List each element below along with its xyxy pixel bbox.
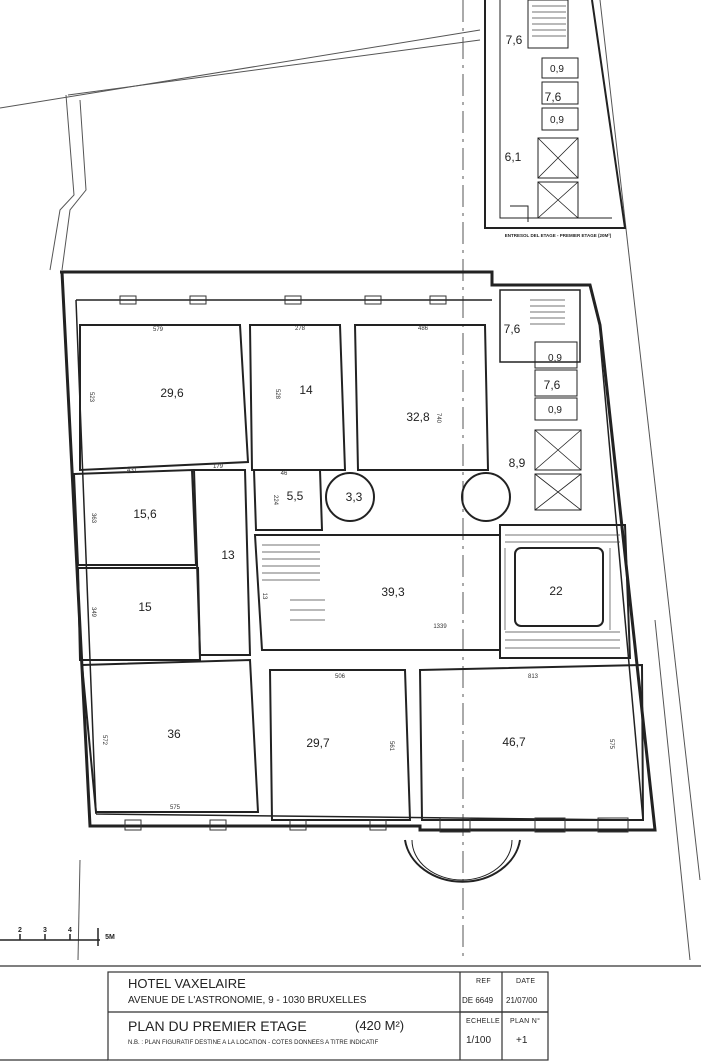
floor-plan: 29,6 14 32,8 7,6 7,6 8,9 15,6 5,5 3,3 13… — [0, 0, 701, 960]
wc-label: 0,9 — [550, 115, 564, 126]
room-label: 15 — [138, 600, 152, 614]
dimension-label: 572 — [101, 735, 107, 746]
wc-label: 0,9 — [548, 353, 562, 364]
scale-tick: 5M — [105, 934, 115, 941]
room-label: 7,6 — [544, 378, 561, 392]
dimension-label: 523 — [88, 392, 94, 403]
dimension-label: 561 — [388, 741, 394, 752]
scale-label: ECHELLE — [466, 1018, 501, 1025]
plan-no-value: +1 — [516, 1035, 528, 1046]
right-boundary — [599, 0, 701, 881]
room-label: 46,7 — [502, 735, 526, 749]
right-boundary-2 — [654, 619, 691, 960]
ref-label: REF — [476, 978, 491, 985]
scale-bar — [0, 928, 100, 946]
room-label: 29,6 — [160, 386, 184, 400]
dimension-label: 740 — [435, 413, 441, 424]
room-label: 39,3 — [381, 585, 405, 599]
dimension-label: 486 — [418, 326, 429, 332]
outer-wall — [60, 270, 657, 832]
room-label: 32,8 — [406, 410, 430, 424]
mezzanine-block — [484, 0, 627, 229]
site-boundary-top-inner — [67, 39, 481, 96]
scale-value: 1/100 — [466, 1035, 492, 1046]
dimension-label: 224 — [272, 495, 278, 506]
scale-tick: 4 — [68, 927, 72, 934]
dimension-label: 431 — [127, 468, 138, 474]
dimension-label: 349 — [90, 607, 96, 618]
site-boundary-left — [49, 94, 75, 271]
room-label: 7,6 — [545, 90, 562, 104]
dimension-label: 506 — [335, 674, 346, 680]
dimension-label: 575 — [608, 739, 614, 750]
room-label: 6,1 — [505, 150, 522, 164]
dimension-label: 363 — [90, 513, 96, 524]
dimension-label: 13 — [261, 593, 267, 600]
plan-area: (420 M²) — [355, 1018, 405, 1033]
building-name: HOTEL VAXELAIRE — [128, 976, 246, 991]
inner-wall — [75, 299, 644, 821]
site-boundary-top — [0, 29, 481, 109]
room-label: 5,5 — [287, 489, 304, 503]
room-label: 36 — [167, 727, 181, 741]
room-label: 7,6 — [506, 33, 523, 47]
room-label: 14 — [299, 383, 313, 397]
dimension-label: 46 — [281, 471, 288, 477]
title-block — [0, 965, 701, 1061]
room-label: 13 — [221, 548, 235, 562]
scale-tick: 2 — [18, 927, 22, 934]
mezzanine-caption: ENTRESOL DEL ETAGE - PREMIER ETAGE (20M²… — [505, 233, 612, 238]
dimension-label: 1339 — [433, 624, 447, 630]
dimension-label: 528 — [274, 389, 280, 400]
address: AVENUE DE L'ASTRONOMIE, 9 - 1030 BRUXELL… — [128, 995, 367, 1006]
room-label: 22 — [549, 584, 563, 598]
site-boundary-left-inner — [61, 99, 87, 271]
dimension-label: 579 — [153, 327, 164, 333]
dimension-label: 575 — [170, 805, 181, 811]
plan-title: PLAN DU PREMIER ETAGE — [128, 1018, 307, 1034]
left-ext-line — [77, 859, 81, 960]
room-label: 15,6 — [133, 507, 157, 521]
room-label: 3,3 — [346, 490, 363, 504]
plan-no-label: PLAN N° — [510, 1018, 541, 1025]
room-label: 8,9 — [509, 456, 526, 470]
dimension-label: 179 — [213, 464, 224, 470]
date-label: DATE — [516, 978, 536, 985]
scale-tick: 3 — [43, 927, 47, 934]
ref-value: DE 6649 — [462, 996, 494, 1005]
room-label: 29,7 — [306, 736, 330, 750]
wc-label: 0,9 — [550, 64, 564, 75]
room-label: 7,6 — [504, 322, 521, 336]
plan-note: N.B. : PLAN FIGURATIF DESTINE A LA LOCAT… — [128, 1040, 379, 1046]
wc-label: 0,9 — [548, 405, 562, 416]
date-value: 21/07/00 — [506, 996, 538, 1005]
dimension-label: 278 — [295, 326, 306, 332]
dimension-label: 813 — [528, 674, 539, 680]
